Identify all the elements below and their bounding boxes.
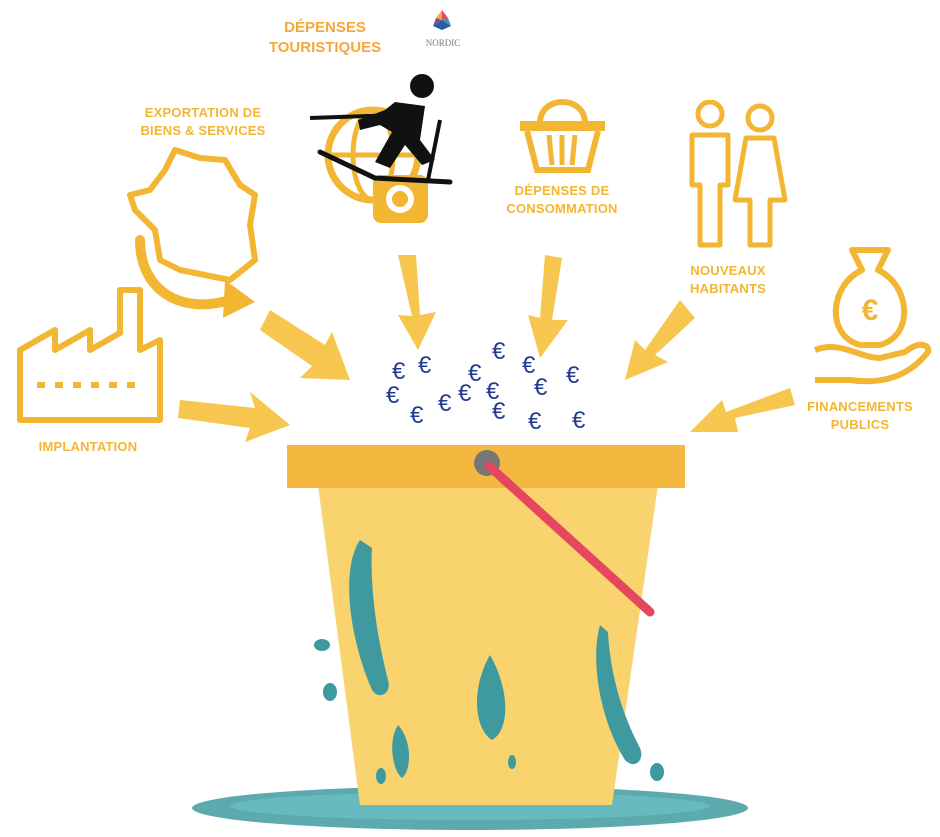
- water-drop-icon: [314, 639, 330, 651]
- water-drop-icon: [376, 768, 386, 784]
- water-drop-icon: [508, 755, 516, 769]
- water-drop-icon: [650, 763, 664, 781]
- water-drop-icon: [323, 683, 337, 701]
